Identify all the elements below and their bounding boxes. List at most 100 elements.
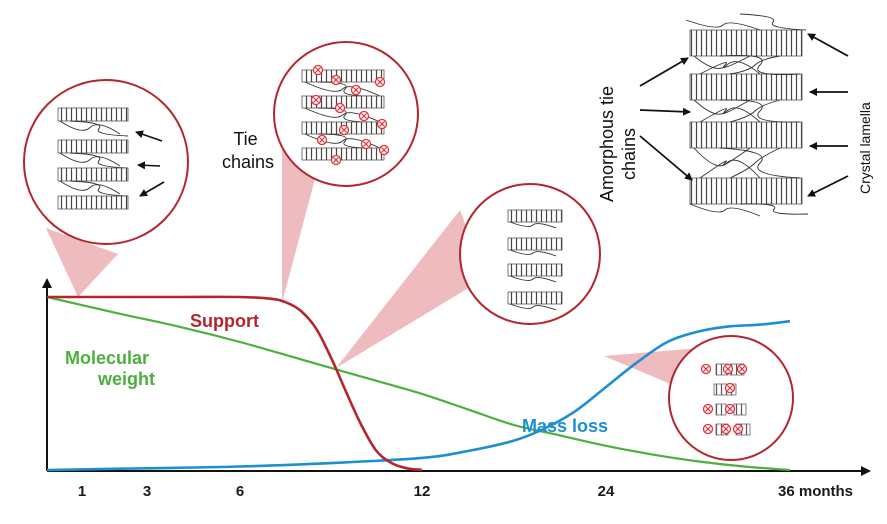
tie-chain [689,203,761,217]
series-mass-loss-label: Mass loss [522,416,608,436]
tie-chain [69,152,129,169]
tie-chain [69,120,129,137]
lamella-block [733,403,747,416]
lamella-block [57,195,129,210]
series-support-label: Support [190,311,259,331]
scission-markers [700,363,748,435]
lamella-block [301,69,385,83]
zoom-cone-3 [336,210,485,368]
series-molecular-weight-line [46,295,791,472]
series-mass-loss-line [46,319,791,472]
tie-chain [699,147,751,179]
lamella-block [715,403,727,416]
series-molecular-weight-label: Molecular weight [65,348,155,389]
tie-chain [304,81,381,97]
tie-chain [719,147,801,179]
scission-marker-icon [315,67,321,73]
scission-marker-icon [739,366,745,372]
x-tick-label: 3 [143,483,151,500]
tie-chain [739,13,807,31]
arrow-icon [807,33,849,57]
lamella-stack [57,107,129,210]
arrow-icon [807,175,849,197]
lamella-block [507,291,563,305]
scission-marker-icon [379,121,385,127]
lamella-block [713,383,737,396]
tie-chain [59,152,121,167]
crystal-lamella-label: Crystal lamella [857,102,873,194]
tie-chain [685,19,761,31]
lamella-block [507,237,563,251]
scission-marker-icon [705,426,711,432]
x-tick-label: 36 months [778,483,853,500]
magnified-circle-tie-chains-cut [273,41,419,187]
tie-chain [317,107,373,123]
magnified-views [23,41,794,461]
lamella-block [507,209,563,223]
tie-chain [69,180,129,197]
tie-chain [739,203,809,215]
scission-marker-icon [313,97,319,103]
lamella-block [57,167,129,182]
lamella-block [689,29,803,57]
arrow-icon [135,130,163,142]
scission-marker-icon [735,426,741,432]
zoom-cone-1 [46,228,118,297]
scission-marker-icon [337,105,343,111]
scission-marker-icon [725,366,731,372]
series-support-line [47,295,423,472]
arrow-icon [137,161,161,170]
lamella-block [57,107,129,122]
lamella-stack [685,13,809,217]
x-tick-label: 12 [414,483,431,500]
scission-marker-icon [363,141,369,147]
scission-marker-icon [361,113,367,119]
tie-chain [719,54,801,76]
tie-chain [317,133,373,149]
x-tick-label: 6 [236,483,244,500]
tie-chain [509,275,557,283]
tie-chain [699,55,751,75]
arrow-icon [639,135,693,181]
x-tick-label: 1 [78,483,86,500]
scission-marker-icon [705,406,711,412]
scission-marker-icon [703,366,709,372]
tie-chain [729,99,781,123]
scission-marker-icon [727,385,733,391]
scission-marker-icon [319,137,325,143]
tie-chain [59,120,121,135]
lamella-block [57,139,129,154]
lamella-stack [507,209,563,311]
scission-marker-icon [727,406,733,412]
tie-chain [699,99,751,123]
arrow-icon [139,181,165,197]
crystal-structure-schematic: Amorphous tie chains Crystal lamella [597,13,873,217]
lamella-block [689,121,803,149]
lamella-block [507,263,563,277]
tie-chain [719,99,801,123]
lamella-block [689,177,803,205]
tie-chain [693,55,761,75]
magnified-circle-intact [23,79,189,245]
scission-marker-icon [341,127,347,133]
scission-marker-icon [333,157,339,163]
tie-chain [693,99,761,123]
lamella-block [689,73,803,101]
tie-chain [729,55,781,75]
scission-marker-icon [723,426,729,432]
magnified-circle-fragmented [668,335,794,461]
magnified-circle-degraded [459,183,601,325]
amorphous-tie-chains-label: Amorphous tie chains [597,81,639,202]
tie-chain [509,249,557,257]
scission-marker-icon [381,147,387,153]
tie-chain [509,303,557,311]
arrow-icon [639,57,689,87]
scission-marker-icon [377,79,383,85]
scission-marker-icon [353,87,359,93]
tie-chains-label: Tie chains [222,129,274,172]
scission-markers [310,64,390,166]
tie-chain [59,180,121,195]
